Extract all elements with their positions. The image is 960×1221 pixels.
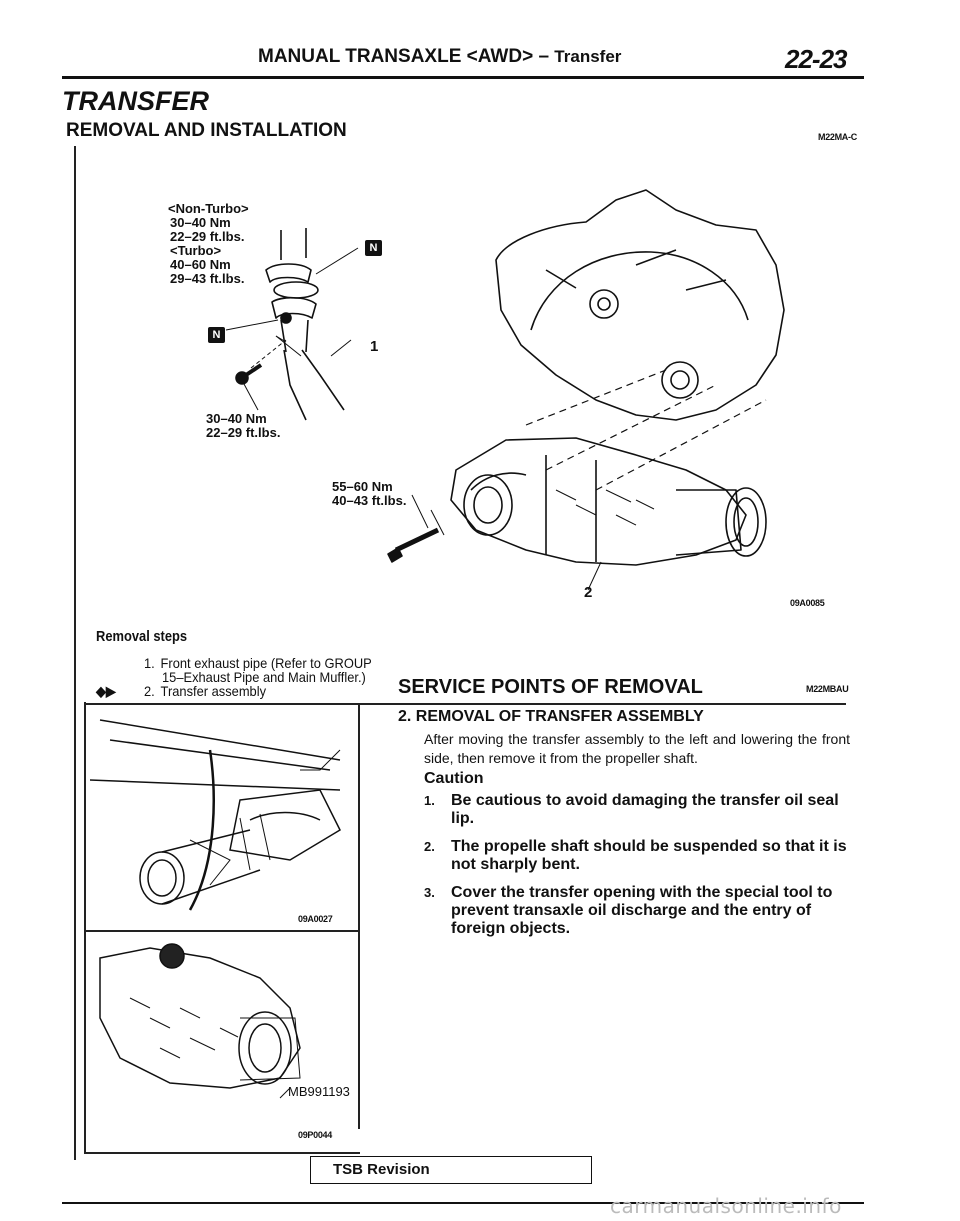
figure-1-code: 09A0027 [298, 914, 333, 924]
torque-bolt-ftlbs: 40–43 ft.lbs. [332, 493, 407, 508]
torque-non-turbo-nm: 30–40 Nm [170, 215, 231, 230]
caution-text: Cover the transfer opening with the spec… [451, 884, 833, 937]
caution-number: 2. [424, 839, 435, 854]
frame-mid [84, 930, 360, 932]
callout-2: 2 [584, 584, 593, 601]
figure-2-code: 09P0044 [298, 1130, 332, 1140]
figure-propeller-shaft [90, 719, 341, 911]
section-title: TRANSFER [62, 86, 209, 116]
frame-bottom [84, 1152, 360, 1154]
badge-n-upper: N [365, 240, 382, 256]
frame-left [84, 702, 86, 1154]
label-non-turbo: <Non-Turbo> [168, 201, 249, 216]
header-section: Transfer [554, 47, 622, 66]
caution-text: The propelle shaft should be suspended s… [451, 838, 847, 873]
caution-item-1: 1. Be cautious to avoid damaging the tra… [424, 792, 854, 828]
exploded-diagram [225, 189, 785, 591]
step-number: 1. [144, 655, 155, 671]
service-points-code: M22MBAU [806, 684, 849, 694]
special-tool-label: MB991193 [288, 1084, 350, 1099]
step-text: Transfer assembly [160, 683, 267, 699]
section-code: M22MA-C [818, 132, 857, 142]
torque-turbo-nm: 40–60 Nm [170, 257, 231, 272]
torque-turbo-ftlbs: 29–43 ft.lbs. [170, 271, 245, 286]
caution-number: 1. [424, 793, 435, 808]
caution-item-2: 2. The propelle shaft should be suspende… [424, 838, 854, 874]
step-number: 2. [144, 683, 155, 699]
removal-step-1: 1. Front exhaust pipe (Refer to GROUP [144, 656, 372, 671]
removal-step-1-cont: 15–Exhaust Pipe and Main Muffler.) [162, 669, 366, 685]
header-rule [62, 76, 864, 79]
service-mark: ◆▶ [96, 683, 116, 699]
service-heading: 2. REMOVAL OF TRANSFER ASSEMBLY [398, 708, 704, 725]
service-body: After moving the transfer assembly to th… [424, 731, 850, 766]
torque-bolt-nm: 55–60 Nm [332, 479, 393, 494]
section-subtitle: REMOVAL AND INSTALLATION [66, 120, 347, 141]
step-text: Front exhaust pipe (Refer to GROUP [160, 655, 372, 671]
figure-code: 09A0085 [790, 598, 825, 608]
torque-lower-ftlbs: 22–29 ft.lbs. [206, 425, 281, 440]
caution-item-3: 3. Cover the transfer opening with the s… [424, 884, 854, 938]
frame-top [84, 703, 846, 705]
frame-divider [358, 705, 360, 1129]
running-header: MANUAL TRANSAXLE <AWD> – Transfer [258, 46, 621, 68]
badge-n-lower: N [208, 327, 225, 343]
label-turbo: <Turbo> [170, 243, 222, 258]
callout-1: 1 [370, 338, 379, 355]
removal-step-2: 2. Transfer assembly [144, 684, 266, 699]
tsb-revision-label: TSB Revision [333, 1161, 430, 1178]
footer-rule [62, 1202, 864, 1204]
page-number: 22-23 [785, 44, 847, 74]
caution-text: Be cautious to avoid damaging the transf… [451, 792, 839, 827]
service-points-title: SERVICE POINTS OF REMOVAL [398, 676, 703, 698]
header-title: MANUAL TRANSAXLE <AWD> – [258, 46, 550, 67]
torque-lower-nm: 30–40 Nm [206, 411, 267, 426]
caution-number: 3. [424, 885, 435, 900]
caution-label: Caution [424, 770, 484, 787]
tsb-revision-box: TSB Revision [310, 1156, 592, 1184]
margin-rule [74, 146, 76, 1160]
removal-steps-title: Removal steps [96, 628, 188, 645]
torque-non-turbo-ftlbs: 22–29 ft.lbs. [170, 229, 245, 244]
figure-transfer-tool [99, 943, 301, 1099]
watermark: carmanualsonline.info [610, 1194, 842, 1218]
